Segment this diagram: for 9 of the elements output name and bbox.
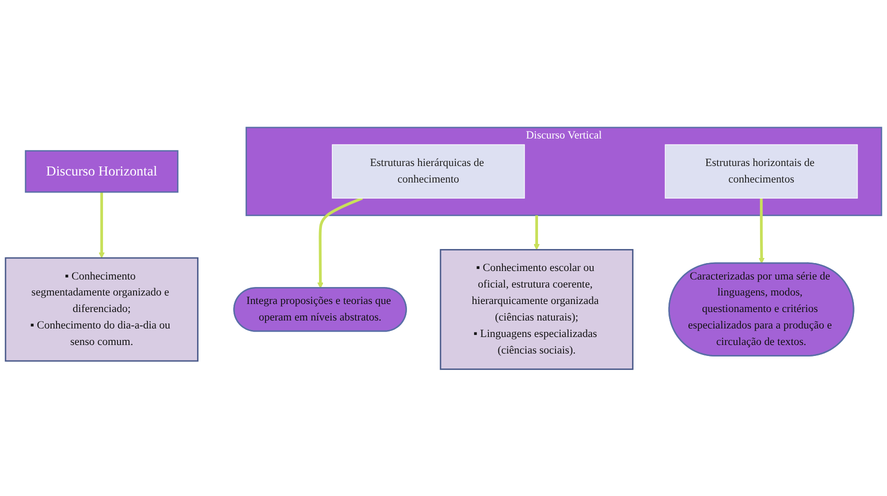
arrow [98,192,105,258]
arrow [758,198,765,264]
node-box: Discurso Horizontal [24,150,178,192]
node-box: Estruturas hierárquicas de conhecimento [332,144,525,198]
node-box: ▪ Conhecimento escolar ou oficial, estrutura coerente, hierarquicamente organizada (ciências naturais); ▪ Linguagens especializadas (ciências sociais). [440,248,634,370]
arrow [534,215,540,250]
node-box: Estruturas horizontais de conhecimentos [664,144,858,198]
arrow [317,196,363,288]
node-box: ▪ Conhecimento segmentadamente organizado e diferenciado; ▪ Conhecimento do dia-a-dia ou senso comum. [4,256,198,362]
